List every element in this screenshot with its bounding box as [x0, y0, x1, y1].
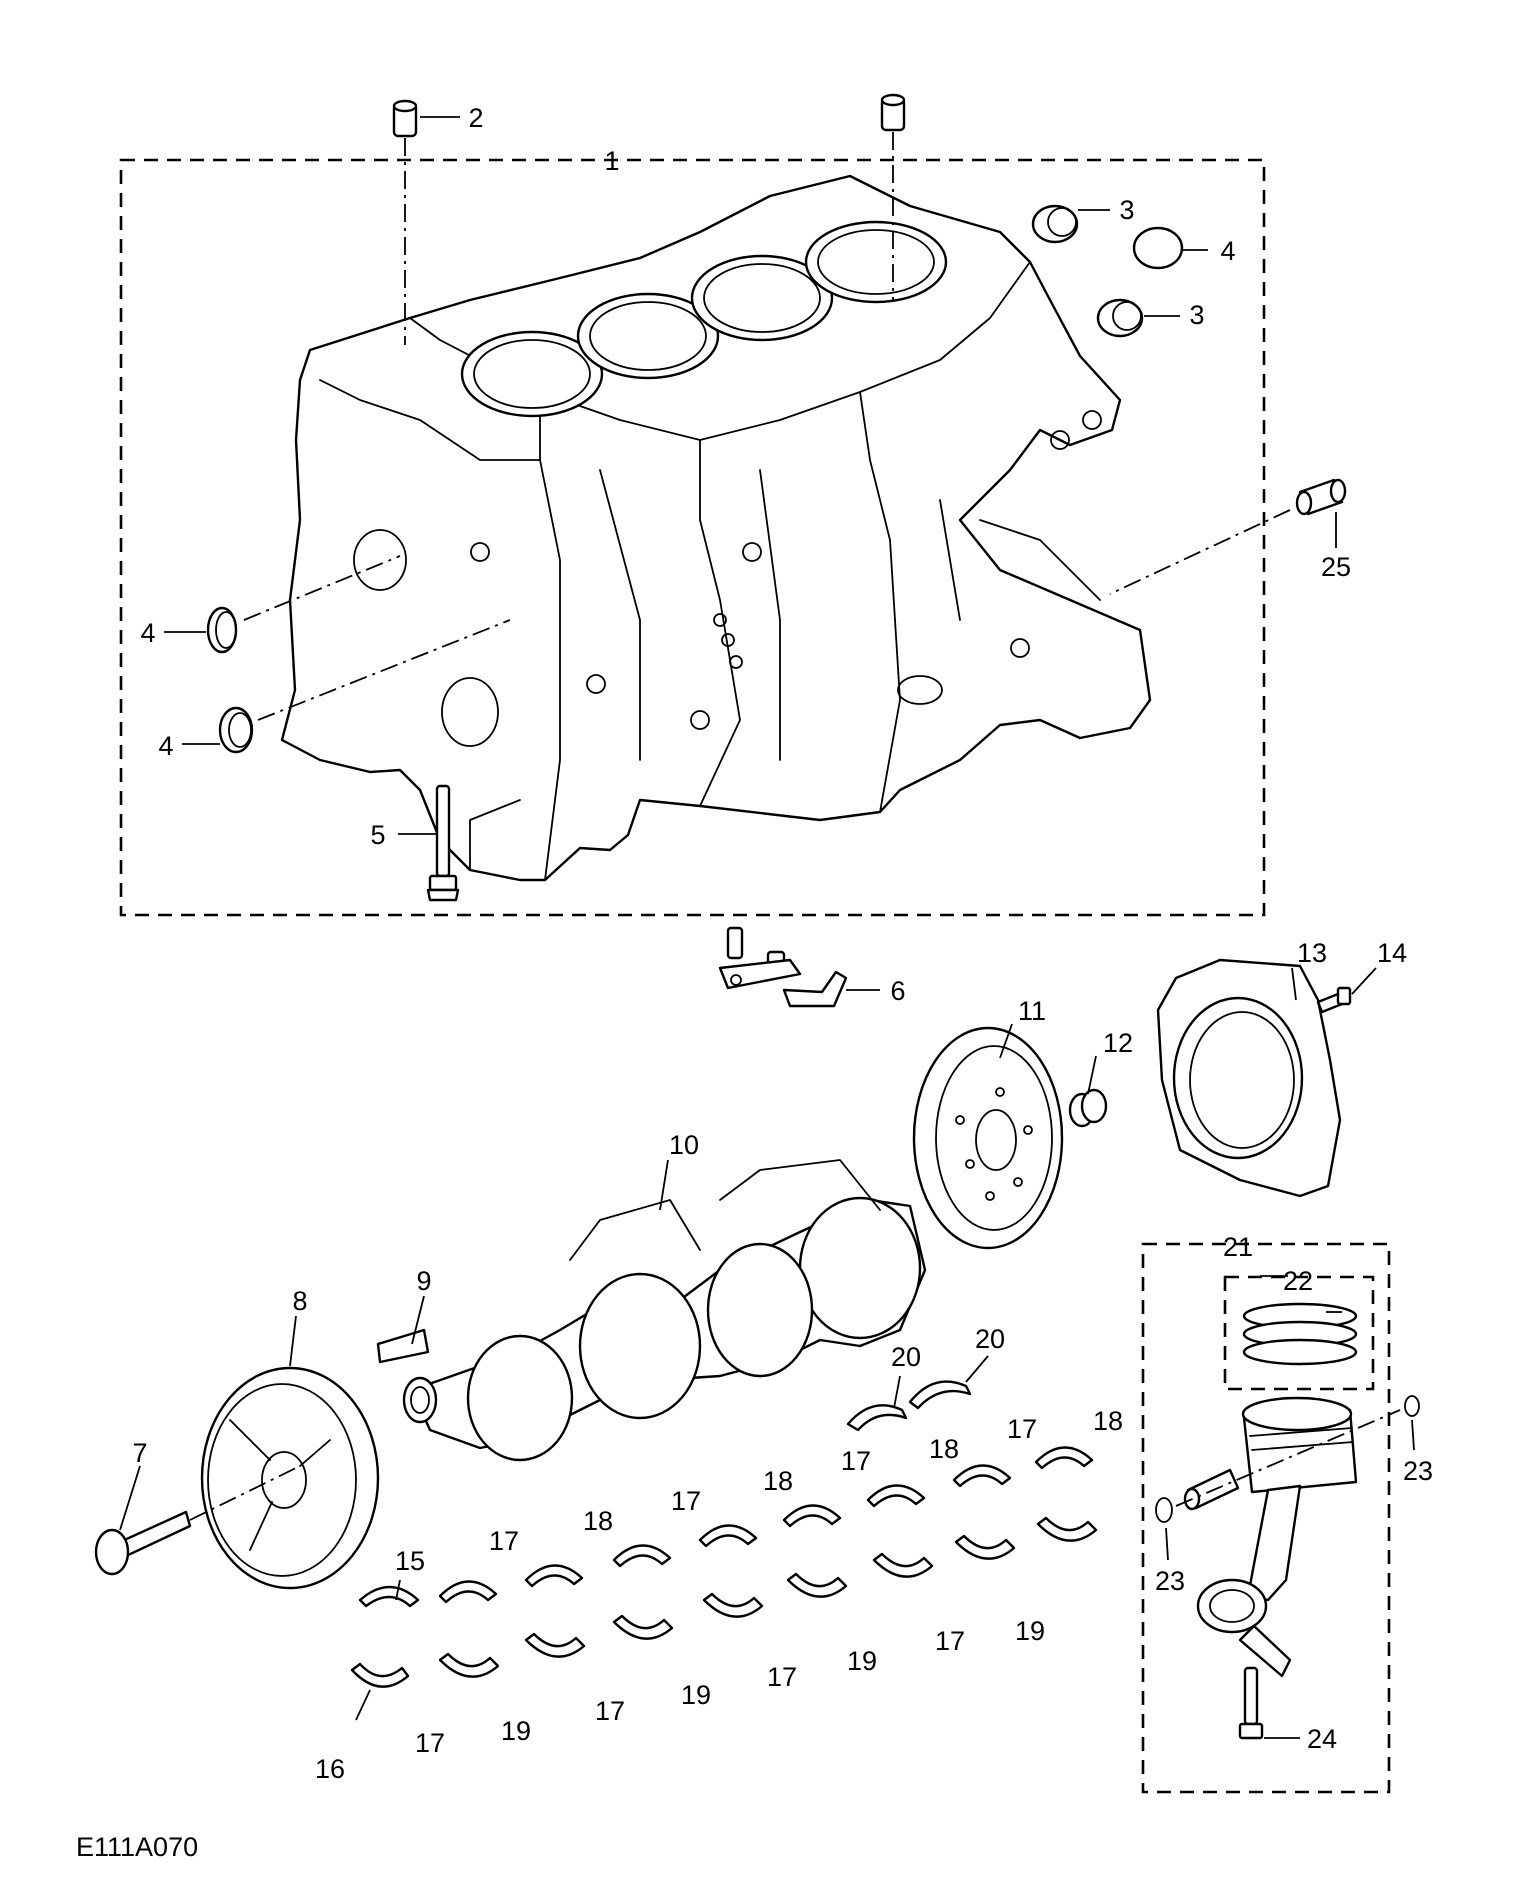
dowel-pin-right	[880, 93, 906, 132]
dowel-pin-left	[392, 99, 418, 138]
callout-16: 16	[315, 1754, 345, 1784]
thrust-washer-left	[846, 1404, 908, 1432]
core-plug-top	[1132, 226, 1184, 270]
callout-10: 10	[669, 1130, 699, 1160]
core-plug-alignment-upper	[243, 555, 401, 621]
core-plug-alignment-lower	[257, 619, 511, 721]
callout-14: 14	[1377, 938, 1407, 968]
callout-20a: 20	[891, 1342, 921, 1372]
callout-17f: 17	[767, 1662, 797, 1692]
main-bearing-cap-bolt	[426, 784, 460, 902]
callout-19c: 19	[847, 1646, 877, 1676]
woodruff-key	[376, 1328, 430, 1364]
callout-2: 2	[468, 103, 483, 133]
crankshaft	[402, 1159, 927, 1462]
callout-labels: 1 2 3 3 4 4 4 5 6 7 8 9 10 11 12 13 14 1…	[76, 103, 1433, 1862]
group-box-piston-rings	[1223, 1275, 1375, 1391]
group-box-piston-assembly	[1141, 1242, 1391, 1794]
callout-17a: 17	[489, 1526, 519, 1556]
blanking-plug-lower	[1096, 298, 1144, 338]
callout-19b: 19	[681, 1680, 711, 1710]
callout-4-top: 4	[1220, 236, 1235, 266]
callout-6: 6	[890, 976, 905, 1006]
figure-reference-code: E111A070	[76, 1832, 198, 1862]
callout-18a: 18	[583, 1506, 613, 1536]
connecting-rod-bolt	[1238, 1666, 1264, 1740]
gudgeon-pin	[1183, 1468, 1240, 1511]
callout-4-left-lower: 4	[158, 731, 173, 761]
callout-24: 24	[1307, 1724, 1337, 1754]
callout-12: 12	[1103, 1028, 1133, 1058]
bush-alignment-line	[1109, 509, 1291, 595]
cylinder-block	[280, 174, 1152, 882]
seal-retainer-bolt	[1316, 986, 1352, 1014]
callout-17b: 17	[415, 1728, 445, 1758]
blanking-plug-upper	[1031, 204, 1079, 244]
spigot-bearing	[1068, 1088, 1108, 1128]
callout-7: 7	[132, 1438, 147, 1468]
thrust-washer-right	[908, 1380, 972, 1410]
callout-18b: 18	[763, 1466, 793, 1496]
callout-17c: 17	[671, 1486, 701, 1516]
callout-23-left: 23	[1155, 1566, 1185, 1596]
group-box-cylinder-block	[119, 158, 1266, 917]
reluctor-ring	[912, 1026, 1064, 1250]
leader-lines	[119, 116, 1415, 1739]
callout-5: 5	[370, 820, 385, 850]
callout-18c: 18	[929, 1434, 959, 1464]
callout-17h: 17	[935, 1626, 965, 1656]
callout-25: 25	[1321, 552, 1351, 582]
circlip-left	[1155, 1497, 1173, 1523]
bush-25	[1295, 478, 1347, 516]
callout-18d: 18	[1093, 1406, 1123, 1436]
callout-21: 21	[1223, 1232, 1253, 1262]
crankshaft-pulley	[200, 1366, 380, 1590]
callout-3-lower: 3	[1189, 300, 1204, 330]
crankshaft-pulley-bolt	[94, 1510, 192, 1576]
gudgeon-pin-axis-line	[1175, 1409, 1401, 1507]
circlip-right	[1404, 1395, 1420, 1417]
callout-22: 22	[1283, 1266, 1313, 1296]
callout-1: 1	[604, 146, 619, 176]
piston	[1241, 1396, 1358, 1494]
callout-23-right: 23	[1403, 1456, 1433, 1486]
piston-cooling-jet	[718, 926, 848, 1008]
callout-13: 13	[1297, 938, 1327, 968]
core-plug-left-upper	[206, 606, 238, 654]
callout-19d: 19	[1015, 1616, 1045, 1646]
callout-20b: 20	[975, 1324, 1005, 1354]
crankshaft-axis-line	[189, 1465, 301, 1521]
callout-15: 15	[395, 1546, 425, 1576]
callout-9: 9	[416, 1266, 431, 1296]
callout-8: 8	[292, 1286, 307, 1316]
connecting-rod	[1196, 1484, 1302, 1678]
callout-3-upper: 3	[1119, 195, 1134, 225]
callout-17d: 17	[595, 1696, 625, 1726]
callout-17e: 17	[841, 1446, 871, 1476]
rear-oil-seal-retainer	[1156, 958, 1342, 1198]
callout-11: 11	[1018, 996, 1046, 1026]
piston-rings	[1242, 1302, 1358, 1366]
callout-17g: 17	[1007, 1414, 1037, 1444]
callout-19a: 19	[501, 1716, 531, 1746]
core-plug-left-lower	[218, 706, 254, 754]
bearing-shells	[350, 1446, 1098, 1688]
callout-4-left-upper: 4	[140, 618, 155, 648]
